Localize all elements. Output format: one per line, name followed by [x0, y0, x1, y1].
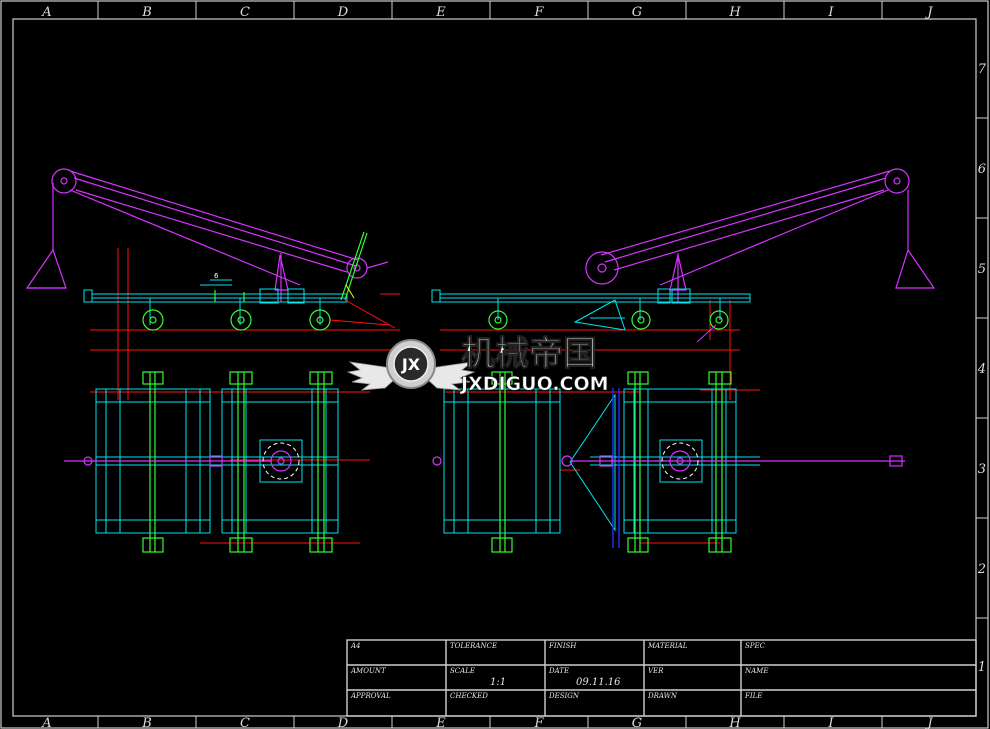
- watermark-chinese-text: 机械帝国: [461, 334, 597, 374]
- col-label-top: E: [435, 5, 446, 20]
- col-label-top: A: [41, 5, 51, 20]
- title-block-label: VER: [648, 667, 664, 675]
- col-label-top: G: [632, 5, 642, 20]
- col-label-top: C: [240, 5, 250, 20]
- row-label: 7: [978, 62, 987, 77]
- col-label-bottom: B: [141, 716, 152, 729]
- col-label-bottom: E: [435, 716, 446, 729]
- title-block-label: FINISH: [548, 642, 577, 650]
- col-label-top: I: [827, 5, 834, 20]
- title-block-label: APPROVAL: [350, 692, 391, 700]
- title-block-label: DESIGN: [548, 692, 580, 700]
- title-block-label: DRAWN: [647, 692, 678, 700]
- col-label-bottom: D: [337, 716, 349, 729]
- col-label-bottom: J: [924, 716, 933, 729]
- title-block-label: MATERIAL: [647, 642, 688, 650]
- col-label-bottom: F: [533, 716, 544, 729]
- title-block-label: CHECKED: [450, 692, 488, 700]
- col-label-bottom: C: [240, 716, 250, 729]
- col-label-bottom: H: [728, 716, 741, 729]
- row-label: 2: [977, 562, 986, 577]
- dimension-label: 6: [214, 272, 219, 280]
- title-block-label: TOLERANCE: [450, 642, 497, 650]
- watermark-logo-letters: JX: [401, 355, 421, 374]
- centerlines: [90, 248, 760, 544]
- col-label-bottom: A: [41, 716, 51, 729]
- col-label-top: J: [924, 5, 933, 20]
- row-label: 1: [978, 660, 986, 675]
- col-label-top: H: [728, 5, 741, 20]
- title-block-label: A4: [350, 642, 361, 650]
- column-labels-bottom: A B C D E F G H I J: [41, 716, 933, 729]
- col-label-bottom: I: [827, 716, 834, 729]
- right-crane-side-view: [431, 168, 936, 343]
- title-block-label: NAME: [744, 667, 768, 675]
- col-label-bottom: G: [632, 716, 642, 729]
- left-crane-side-view: 6: [25, 168, 400, 331]
- column-ticks: [97, 1, 883, 728]
- row-label: 3: [978, 462, 986, 477]
- watermark-english-text: JXDIGUO.COM: [459, 373, 609, 395]
- column-labels-top: A B C D E F G H I J: [41, 5, 933, 20]
- watermark-gear-icon: [386, 339, 436, 389]
- date-value: 09.11.16: [576, 677, 621, 688]
- scale-value: 1:1: [490, 677, 506, 688]
- row-label: 4: [977, 362, 986, 377]
- row-label: 6: [978, 162, 986, 177]
- title-block: A4 TOLERANCE FINISH MATERIAL SPEC AMOUNT…: [346, 639, 977, 717]
- left-plan-view: [64, 371, 339, 553]
- col-label-top: D: [337, 5, 349, 20]
- col-label-top: F: [533, 5, 544, 20]
- row-label: 5: [978, 262, 986, 277]
- title-block-label: DATE: [548, 667, 569, 675]
- row-labels: 7 6 5 4 3 2 1: [977, 62, 987, 675]
- title-block-label: SCALE: [450, 667, 475, 675]
- title-block-label: AMOUNT: [350, 667, 387, 675]
- title-block-label: FILE: [744, 692, 762, 700]
- col-label-top: B: [141, 5, 152, 20]
- right-plan-view: [432, 371, 905, 553]
- watermark: JX 机械帝国 JXDIGUO.COM: [346, 334, 609, 395]
- row-ticks: [976, 117, 988, 619]
- title-block-label: SPEC: [745, 642, 766, 650]
